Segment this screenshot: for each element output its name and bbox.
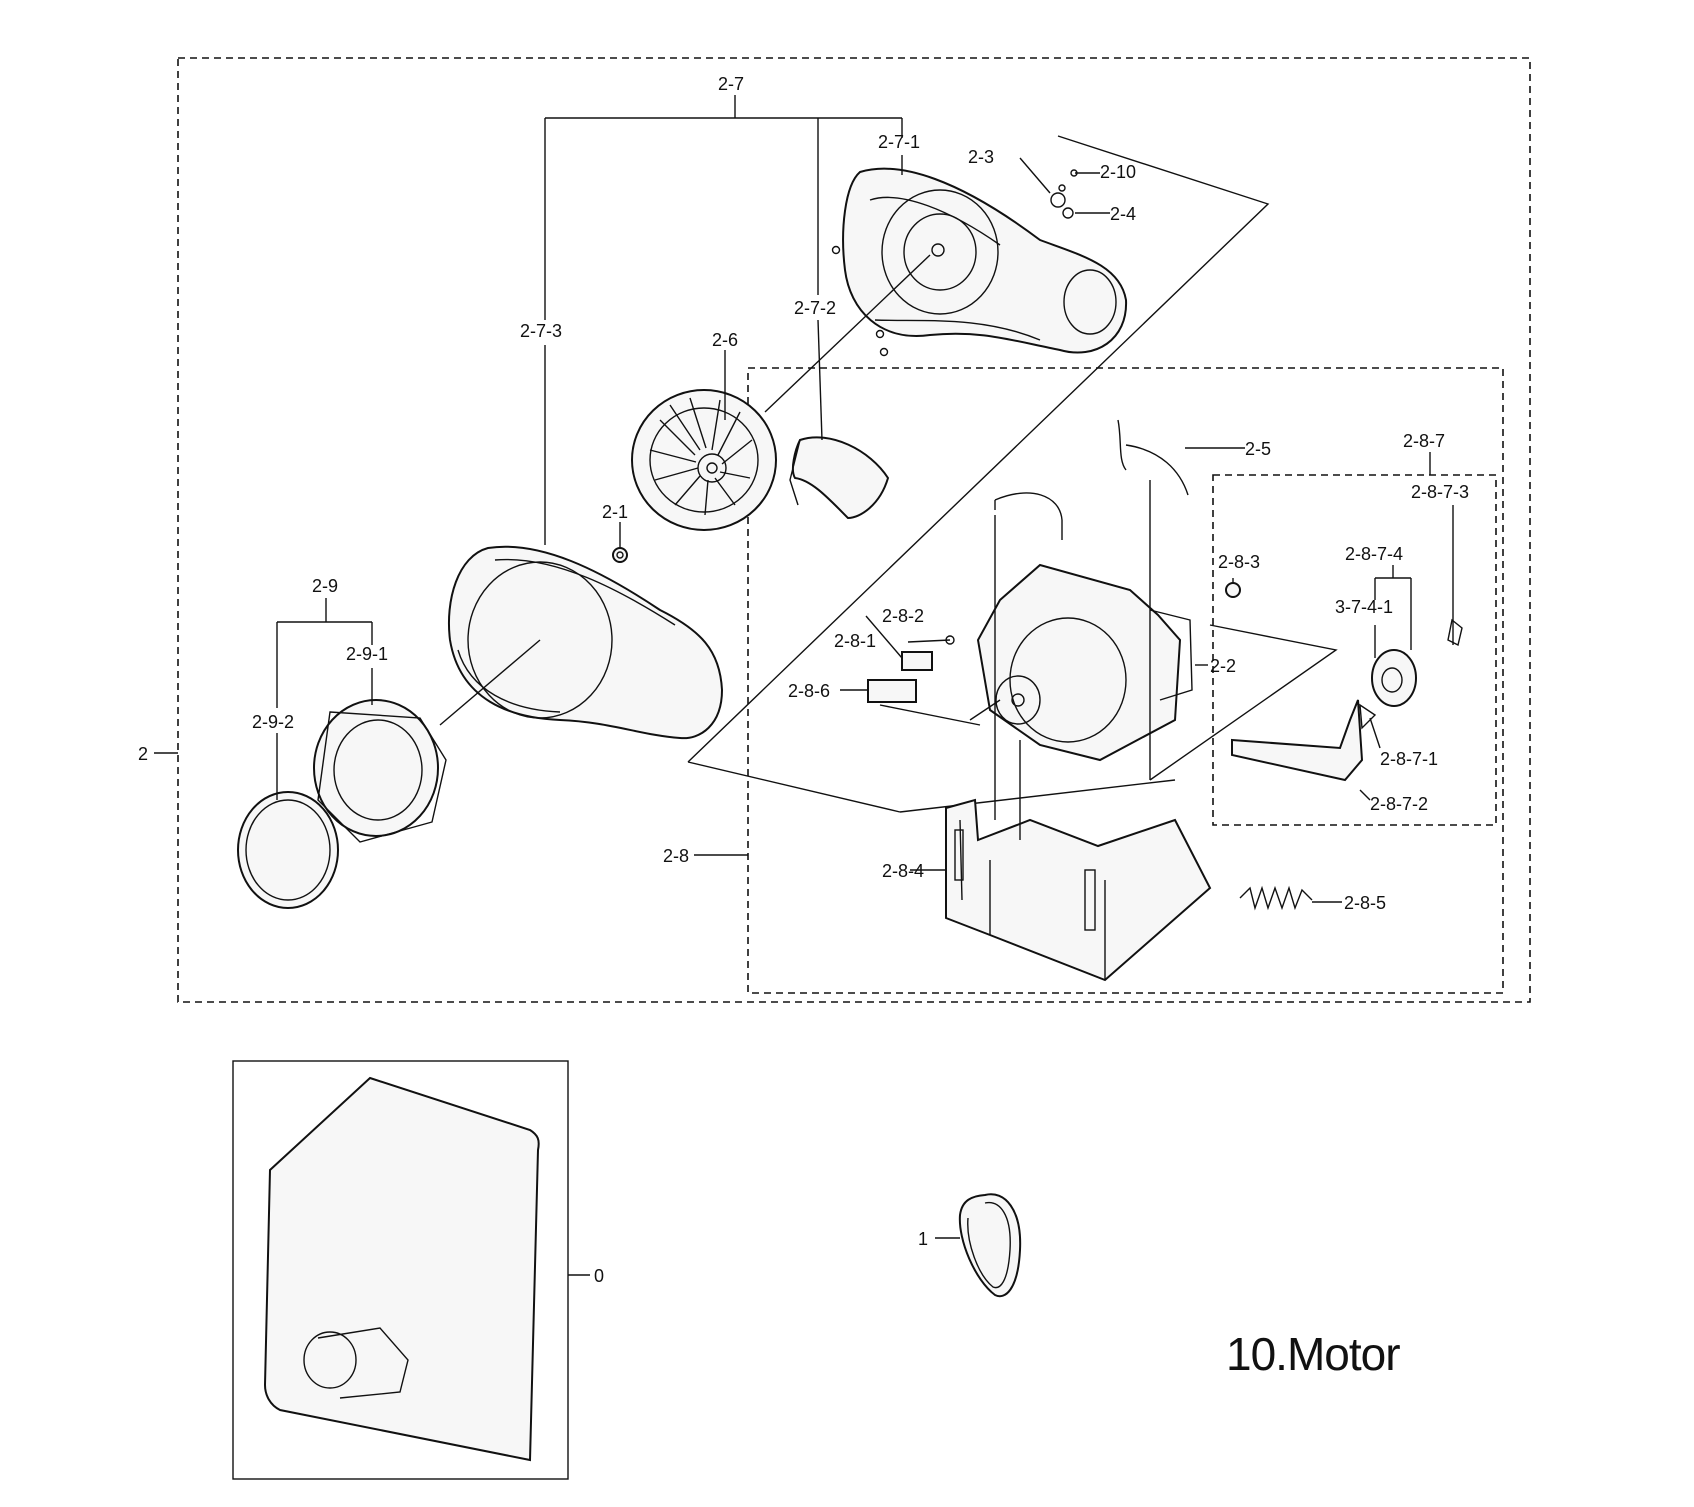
housing-screws	[831, 169, 1078, 357]
motor-body	[969, 563, 1193, 762]
label-2-7-2: 2-7-2	[794, 298, 836, 318]
label-1: 1	[918, 1229, 928, 1249]
label-0: 0	[594, 1266, 604, 1286]
blower-housing-rear	[842, 167, 1128, 354]
motor-mount-bracket	[945, 798, 1212, 982]
label-2-8-6: 2-8-6	[788, 681, 830, 701]
label-2-7: 2-7	[718, 74, 744, 94]
blower-housing-front	[448, 545, 724, 740]
assembly-2-8-7-boundary	[1212, 474, 1497, 826]
label-2-10: 2-10	[1100, 162, 1136, 182]
screw-2-1	[612, 547, 628, 563]
label-2-4: 2-4	[1110, 204, 1136, 224]
label-2-8-7-4: 2-8-7-4	[1345, 544, 1403, 564]
label-2-8-7-3: 2-8-7-3	[1411, 482, 1469, 502]
plane-outline-motor	[899, 779, 1176, 813]
plane-outline-upper-lower	[687, 761, 901, 813]
screw-2-8-3	[1225, 582, 1241, 598]
label-2-8-7-1: 2-8-7-1	[1380, 749, 1438, 769]
assembly-0-box	[232, 1060, 569, 1480]
label-2-3: 2-3	[968, 147, 994, 167]
gasket-ring	[237, 791, 339, 909]
label-2-9: 2-9	[312, 576, 338, 596]
plane-outline-bracket	[1149, 624, 1338, 781]
label-2-6: 2-6	[712, 330, 738, 350]
label-2-7-1: 2-7-1	[878, 132, 920, 152]
diagram-title: 10.Motor	[1226, 1328, 1400, 1380]
assembly-2-boundary	[177, 57, 1531, 1003]
label-2-8-4: 2-8-4	[882, 861, 924, 881]
label-2-5: 2-5	[1245, 439, 1271, 459]
motor-clips	[994, 419, 1189, 540]
label-2-8-7: 2-8-7	[1403, 431, 1445, 451]
label-2-9-2: 2-9-2	[252, 712, 294, 732]
assembly-0-sheet	[263, 1076, 540, 1462]
idler-pulley	[1359, 618, 1463, 730]
label-2-8-5: 2-8-5	[1344, 893, 1386, 913]
blower-wheel	[631, 389, 777, 531]
label-2-2: 2-2	[1210, 656, 1236, 676]
label-2-8-7-4-1: 3-7-4-1	[1335, 597, 1393, 617]
label-2-8: 2-8	[663, 846, 689, 866]
label-2-9-1: 2-9-1	[346, 644, 388, 664]
switch-parts	[867, 635, 955, 703]
tension-spring	[1239, 885, 1313, 911]
label-2-8-3: 2-8-3	[1218, 552, 1260, 572]
drive-belt	[958, 1193, 1022, 1298]
label-2-1: 2-1	[602, 502, 628, 522]
plane-outline-upper	[687, 135, 1270, 763]
label-2-8-7-2: 2-8-7-2	[1370, 794, 1428, 814]
leader-lines	[154, 95, 1454, 1276]
idler-arm	[1231, 699, 1364, 782]
label-2-7-3: 2-7-3	[520, 321, 562, 341]
label-2-8-2: 2-8-2	[882, 606, 924, 626]
air-duct-piece	[789, 436, 890, 520]
label-2: 2	[138, 744, 148, 764]
label-2-8-1: 2-8-1	[834, 631, 876, 651]
ring-housing	[313, 699, 447, 843]
assembly-2-8-boundary	[747, 367, 1504, 994]
